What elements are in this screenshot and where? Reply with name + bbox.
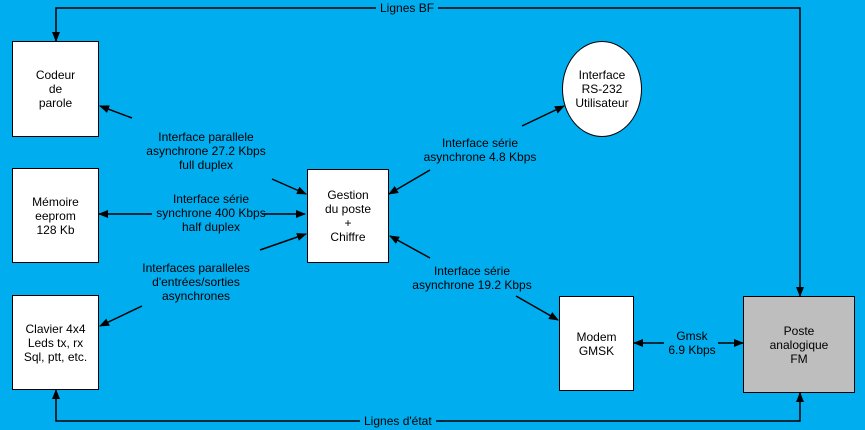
clavier-box: Clavier 4x4 Leds tx, rx Sql, ptt, etc.	[12, 295, 99, 390]
wire-codeur-gestion-b	[271, 178, 307, 195]
gmsk-rate-label: Gmsk 6.9 Kbps	[668, 329, 716, 357]
interface-serie-modem-label: Interface série asynchrone 19.2 Kbps	[412, 264, 532, 292]
wire-gestion-modem-b	[515, 295, 559, 321]
lignes-etat-label: Lignes d'état	[360, 414, 436, 428]
wire-gestion-rs232-a	[388, 169, 431, 195]
modem-gmsk-box: Modem GMSK	[559, 296, 634, 391]
wire-gestion-rs232-b	[521, 105, 565, 127]
poste-analogique-box: Poste analogique FM	[743, 296, 855, 393]
wire-clavier-gestion-b	[259, 233, 307, 251]
wire-clavier-gestion-a	[99, 305, 143, 327]
wire-codeur-gestion-a	[99, 105, 133, 119]
interfaces-paralleles-es-label: Interfaces paralleles d'entrées/sorties …	[142, 261, 250, 303]
memoire-eeprom-box: Mémoire eeprom 128 Kb	[12, 168, 99, 263]
interface-serie-rs232-label: Interface série asynchrone 4.8 Kbps	[423, 136, 537, 164]
wire-gestion-modem-a	[389, 235, 431, 259]
codeur-de-parole-box: Codeur de parole	[12, 41, 99, 137]
interface-parallele-label: Interface parallele asynchrone 27.2 Kbps…	[146, 130, 266, 172]
interface-rs232-oval: Interface RS-232 Utilisateur	[562, 41, 642, 137]
interface-serie-eeprom-label: Interface série synchrone 400 Kbps half …	[156, 192, 266, 234]
gestion-du-poste-box: Gestion du poste + Chiffre	[307, 169, 389, 263]
lignes-bf-label: Lignes BF	[376, 1, 439, 15]
